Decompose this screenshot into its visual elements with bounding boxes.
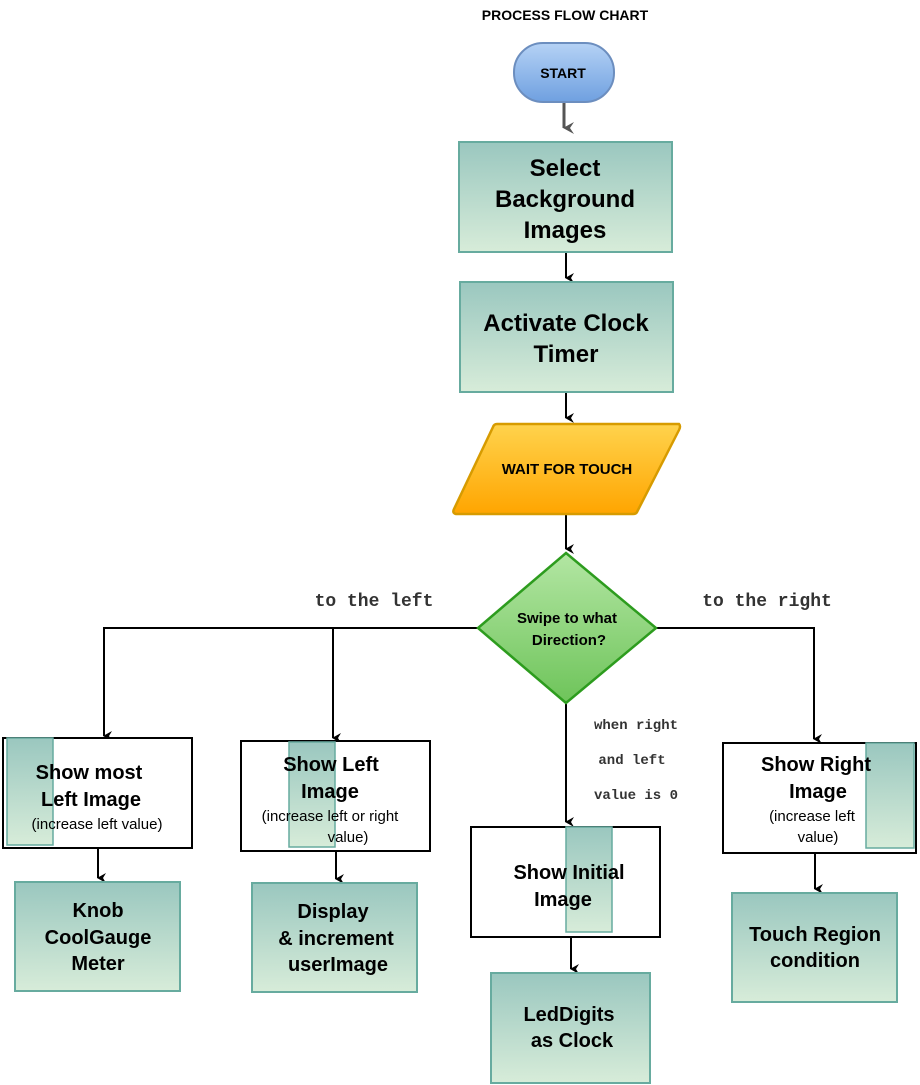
- node-touch-region: Touch Region condition: [731, 892, 898, 1003]
- node-knob-line-2: CoolGauge: [45, 927, 152, 949]
- node-display-line-2: & increment: [278, 928, 394, 950]
- edge-decision-most-left: [103, 627, 478, 741]
- node-show-right-note-2: value): [798, 829, 839, 846]
- node-activate-clock: Activate Clock Timer: [459, 281, 674, 393]
- edge-label-left: to the left: [315, 592, 434, 612]
- node-show-right-line-1: Show Right: [761, 754, 871, 776]
- node-decision-line-2: Direction?: [532, 632, 606, 649]
- edge-label-middle-line-2: and left: [598, 753, 665, 769]
- node-show-right-note-1: (increase left: [769, 808, 856, 825]
- edge-label-right: to the right: [702, 592, 832, 612]
- node-decision-line-1: Swipe to what: [517, 610, 617, 627]
- node-display-line-3: userImage: [288, 954, 388, 976]
- node-activate-clock-line-1: Activate Clock: [483, 310, 649, 337]
- node-show-left-line-2: Image: [301, 781, 359, 803]
- image-thumbnail: [865, 742, 915, 849]
- node-show-left-line-1: Show Left: [283, 754, 379, 776]
- edge-label-middle-line-3: value is 0: [594, 788, 678, 804]
- node-select-background: Select Background Images: [458, 141, 673, 253]
- node-select-background-line-1: Select: [530, 155, 601, 182]
- node-show-most-left-note: (increase left value): [32, 816, 163, 833]
- node-decision: Swipe to what Direction?: [476, 551, 658, 705]
- node-display-increment: Display & increment userImage: [251, 882, 418, 993]
- node-knob-line-1: Knob: [72, 900, 123, 922]
- edges: [97, 103, 823, 974]
- node-show-most-left-line-2: Left Image: [41, 789, 141, 811]
- edge-decision-right: [656, 627, 822, 744]
- node-show-most-left-line-1: Show most: [36, 762, 143, 784]
- edge-label-middle: when right and left value is 0: [594, 718, 678, 804]
- node-activate-clock-line-2: Timer: [534, 341, 599, 368]
- node-show-right-image: Show Right Image (increase left value): [722, 742, 917, 854]
- node-wait-for-touch: WAIT FOR TOUCH: [452, 422, 682, 516]
- node-show-most-left-image: Show most Left Image (increase left valu…: [2, 737, 193, 849]
- node-leddigits-line-1: LedDigits: [523, 1004, 614, 1026]
- node-show-left-image: Show Left Image (increase left or right …: [240, 740, 431, 852]
- node-knob-line-3: Meter: [71, 953, 125, 975]
- node-leddigits-line-2: as Clock: [531, 1030, 614, 1052]
- image-thumbnail: [6, 737, 54, 846]
- image-thumbnail: [288, 741, 336, 848]
- node-touch-region-line-2: condition: [770, 950, 860, 972]
- node-start: START: [513, 42, 615, 103]
- node-show-initial-line-1: Show Initial: [513, 862, 624, 884]
- node-knob-coolgauge: Knob CoolGauge Meter: [14, 881, 181, 992]
- node-show-initial-line-2: Image: [534, 889, 592, 911]
- node-show-right-line-2: Image: [789, 781, 847, 803]
- node-show-left-note-1: (increase left or right: [262, 808, 400, 825]
- node-leddigits: LedDigits as Clock: [490, 972, 651, 1084]
- edge-label-middle-line-1: when right: [594, 718, 678, 734]
- image-thumbnail: [565, 826, 613, 933]
- chart-title: PROCESS FLOW CHART: [482, 7, 649, 23]
- node-show-left-note-2: value): [328, 829, 369, 846]
- node-show-initial-image: Show Initial Image: [470, 826, 661, 938]
- node-select-background-line-2: Background: [495, 186, 635, 213]
- node-wait-for-touch-label: WAIT FOR TOUCH: [502, 461, 633, 478]
- node-start-label: START: [540, 65, 586, 81]
- node-display-line-1: Display: [297, 901, 369, 923]
- node-touch-region-line-1: Touch Region: [749, 924, 881, 946]
- node-select-background-line-3: Images: [524, 217, 607, 244]
